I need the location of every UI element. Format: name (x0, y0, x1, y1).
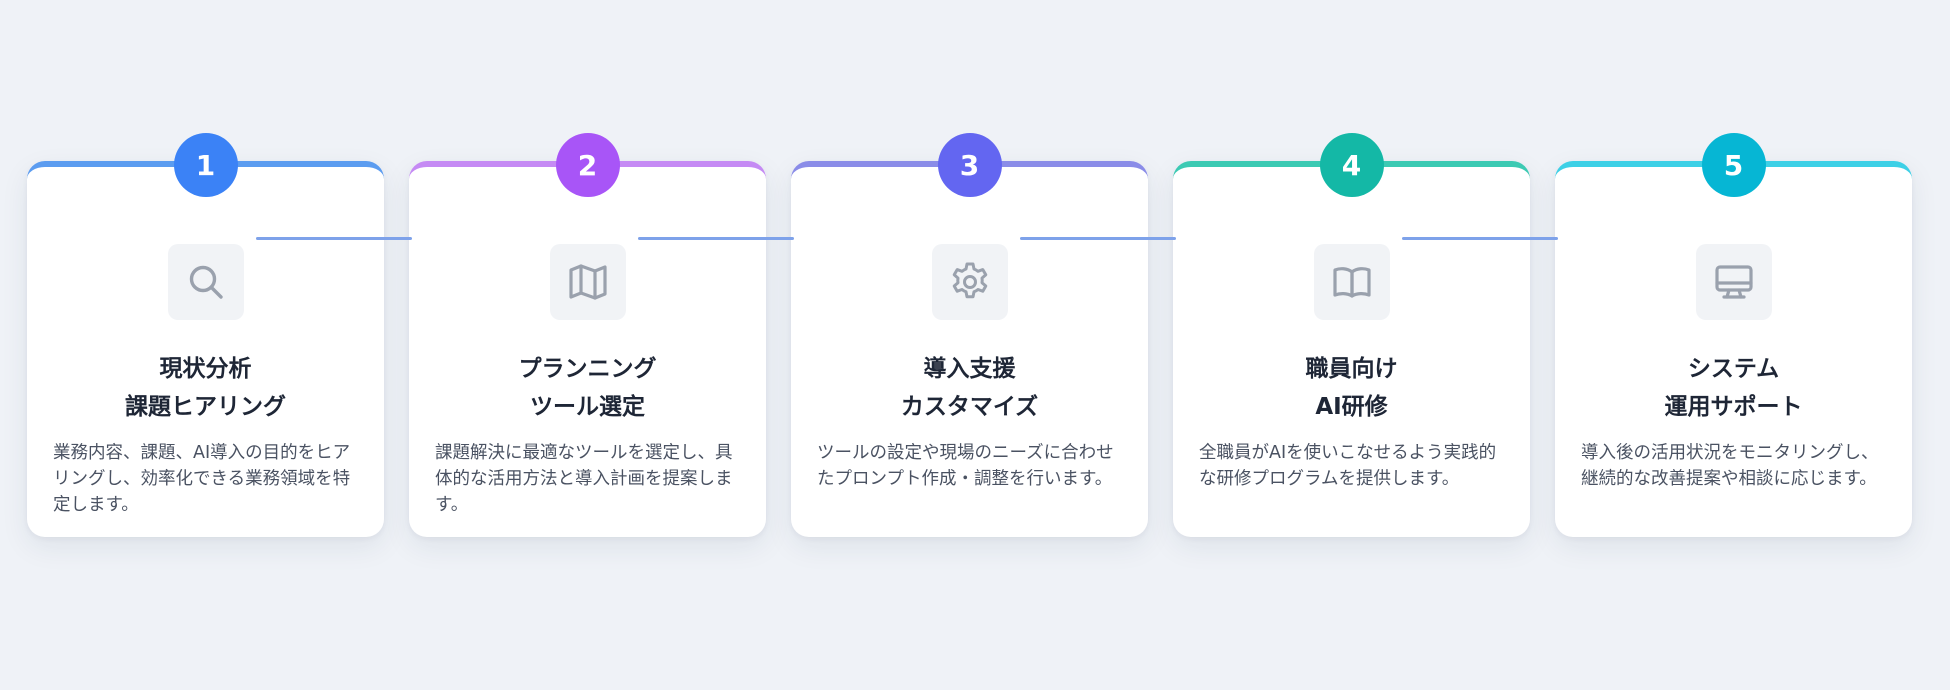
step-title-line1: システム (1687, 356, 1780, 382)
step-number-badge: 3 (937, 133, 1002, 197)
connector-line-2-3 (638, 237, 794, 240)
step-title: プランニング ツール選定 (409, 350, 766, 426)
step-title-line2: 運用サポート (1664, 394, 1803, 420)
search-icon (167, 244, 244, 320)
connector-line-3-4 (1020, 237, 1176, 240)
step-description: 導入後の活用状況をモニタリングし、継続的な改善提案や相談に応じます。 (1581, 443, 1879, 489)
step-title-line2: AI研修 (1315, 394, 1388, 420)
step-title-line2: 課題ヒアリング (125, 394, 286, 420)
step-number-badge: 2 (555, 133, 620, 197)
step-number-badge: 1 (173, 133, 238, 197)
step-number-badge: 4 (1319, 133, 1384, 197)
step-card-5: 5 システム 運用サポート 導入後の活用状況をモニタリングし、継続的な改善提案や… (1555, 133, 1912, 537)
step-title-line1: 現状分析 (159, 356, 252, 382)
step-title: 導入支援 カスタマイズ (791, 350, 1148, 426)
step-title-line2: カスタマイズ (900, 394, 1039, 420)
connector-line-1-2 (256, 237, 412, 240)
step-title: システム 運用サポート (1555, 350, 1912, 426)
step-number-badge: 5 (1701, 133, 1766, 197)
step-description: 課題解決に最適なツールを選定し、具体的な活用方法と導入計画を提案します。 (435, 443, 733, 515)
step-description: 全職員がAIを使いこなせるよう実践的な研修プログラムを提供します。 (1199, 443, 1497, 489)
gear-icon (931, 244, 1008, 320)
step-card-3: 3 導入支援 カスタマイズ ツールの設定や現場のニーズに合わせたプロンプト作成・… (791, 133, 1148, 537)
step-card-1: 1 現状分析 課題ヒアリング 業務内容、課題、AI導入の目的をヒアリングし、効率… (27, 133, 384, 537)
step-title-line1: 職員向け (1305, 356, 1398, 382)
step-title-line1: 導入支援 (923, 356, 1016, 382)
monitor-icon (1695, 244, 1772, 320)
step-card-4: 4 職員向け AI研修 全職員がAIを使いこなせるよう実践的な研修プログラムを提… (1173, 133, 1530, 537)
step-title-line1: プランニング (518, 356, 657, 382)
step-card-2: 2 プランニング ツール選定 課題解決に最適なツールを選定し、具体的な活用方法と… (409, 133, 766, 537)
map-icon (549, 244, 626, 320)
step-description: ツールの設定や現場のニーズに合わせたプロンプト作成・調整を行います。 (817, 443, 1114, 489)
book-open-icon (1313, 244, 1390, 320)
step-title: 現状分析 課題ヒアリング (27, 350, 384, 426)
step-description: 業務内容、課題、AI導入の目的をヒアリングし、効率化できる業務領域を特定します。 (53, 443, 351, 515)
connector-line-4-5 (1402, 237, 1558, 240)
step-title: 職員向け AI研修 (1173, 350, 1530, 426)
step-title-line2: ツール選定 (530, 394, 645, 420)
